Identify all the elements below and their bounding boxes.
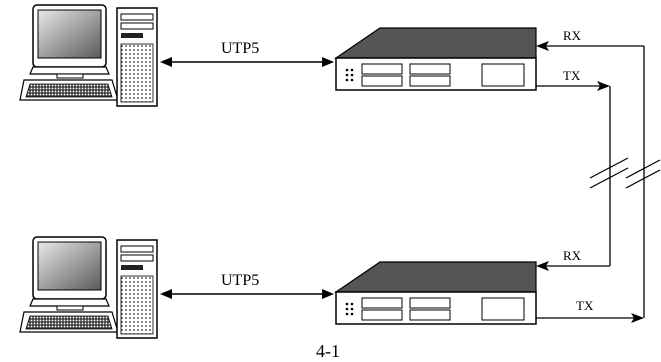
tower-case-icon bbox=[116, 239, 158, 339]
utp5-link-top bbox=[160, 57, 334, 67]
monitor-icon bbox=[29, 4, 110, 79]
monitor-icon bbox=[29, 236, 110, 311]
port-leds bbox=[345, 302, 354, 316]
utp5-label-top: UTP5 bbox=[221, 40, 259, 57]
fiber-line-b bbox=[536, 41, 661, 323]
keyboard-icon bbox=[19, 79, 119, 101]
fiber-line-a bbox=[536, 81, 629, 271]
tower-case-icon bbox=[116, 7, 158, 107]
tx-label-bottom: TX bbox=[576, 298, 594, 313]
utp5-label-bottom: UTP5 bbox=[221, 272, 259, 289]
rx-label-bottom: RX bbox=[563, 248, 582, 263]
utp5-link-bottom bbox=[160, 289, 334, 299]
computer-icon-top bbox=[19, 4, 158, 107]
figure-caption: 4-1 bbox=[316, 341, 340, 361]
rx-label-top: RX bbox=[563, 28, 582, 43]
computer-icon-bottom bbox=[19, 236, 158, 339]
media-converter-icon-bottom bbox=[334, 261, 537, 325]
keyboard-icon bbox=[19, 311, 119, 333]
tx-label-top: TX bbox=[563, 68, 581, 83]
media-converter-icon-top bbox=[334, 27, 537, 91]
port-leds bbox=[345, 68, 354, 82]
